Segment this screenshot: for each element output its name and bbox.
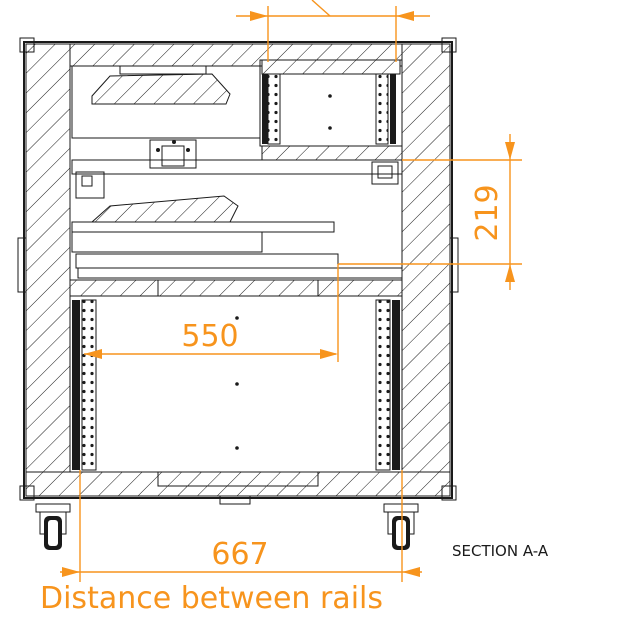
height-dimension: 219 [338, 134, 522, 290]
rail-distance-dimension: 667 [60, 470, 422, 582]
lower-rack-bay [72, 279, 400, 505]
caster-right [383, 503, 419, 550]
height-dimension-value: 219 [470, 184, 505, 241]
section-label: SECTION A-A [452, 542, 549, 560]
depth-dimension: 550 [84, 264, 339, 362]
rail-caption: Distance between rails [40, 581, 383, 616]
upper-compartment [71, 59, 403, 279]
rail-distance-value: 667 [211, 537, 268, 572]
top-width-dimension [236, 0, 430, 62]
depth-dimension-value: 550 [181, 319, 238, 354]
caster-left [35, 503, 71, 550]
